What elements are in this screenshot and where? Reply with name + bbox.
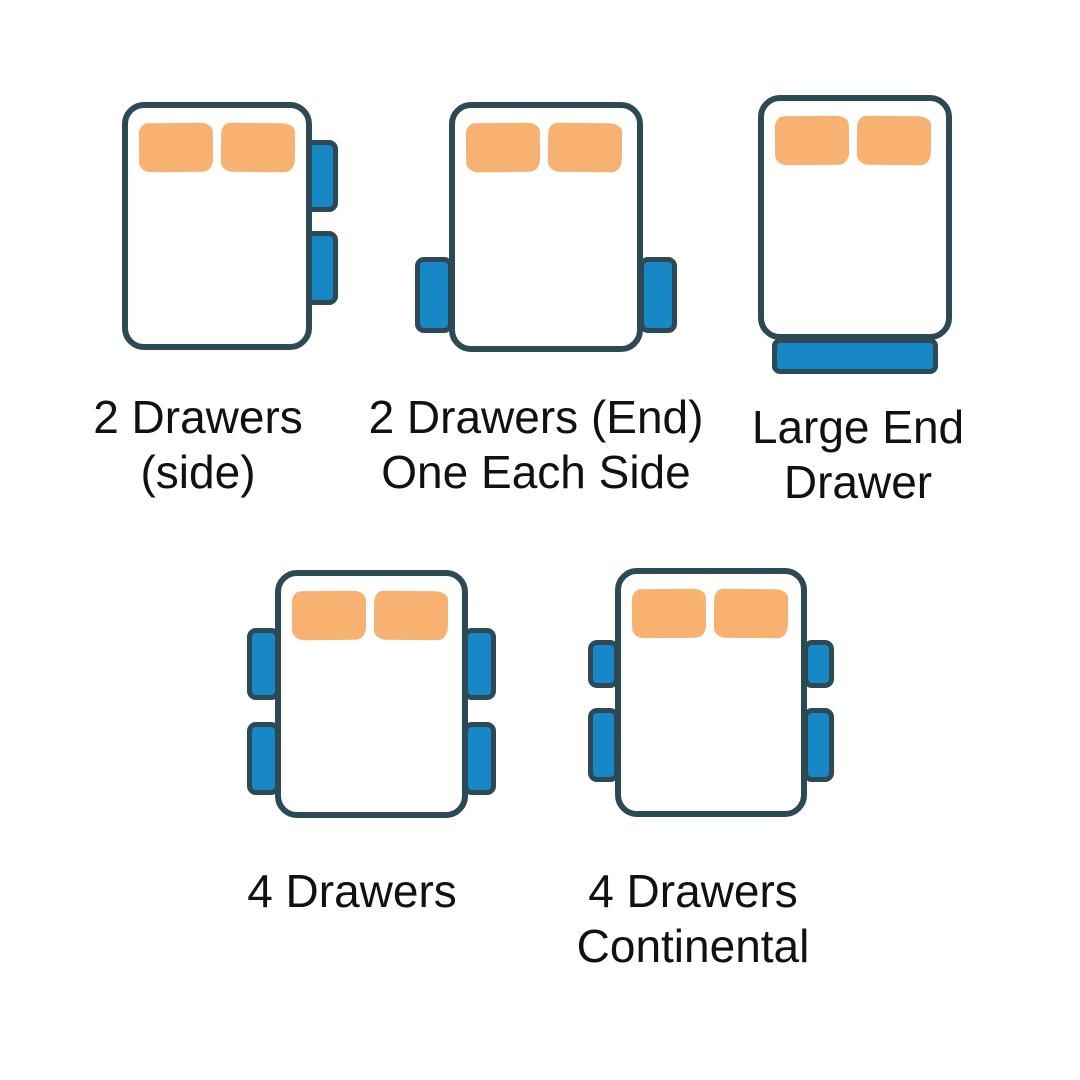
drawer-left-end [415, 257, 453, 333]
pillow-right [373, 590, 449, 641]
drawer-right-large-lower [803, 708, 834, 782]
bed-diagram-2-drawers-side [122, 102, 338, 350]
bed-mattress [758, 95, 952, 340]
label-line-1: 4 Drawers [247, 865, 457, 917]
bed-diagram-large-end-drawer [758, 95, 952, 374]
label-line-1: 2 Drawers (End) [368, 391, 704, 443]
pillow-right [856, 115, 932, 166]
label-line-1: Large End [751, 401, 965, 453]
drawer-foot-end [772, 338, 938, 374]
drawer-right-end [639, 257, 677, 333]
label-4-drawers: 4 Drawers [200, 864, 504, 919]
pillow-left [631, 588, 707, 639]
pillow-left [465, 122, 541, 173]
pillow-left [774, 115, 850, 166]
bed-mattress [449, 102, 643, 352]
label-2-drawers-end: 2 Drawers (End) One Each Side [356, 390, 716, 500]
label-large-end-drawer: Large End Drawer [706, 400, 1010, 510]
label-line-2: Continental [576, 920, 810, 972]
label-line-1: 4 Drawers [588, 865, 798, 917]
bed-mattress [275, 570, 468, 818]
pillow-left [291, 590, 367, 641]
pillow-right [713, 588, 789, 639]
label-4-drawers-continental: 4 Drawers Continental [541, 864, 845, 974]
pillow-right [220, 122, 296, 173]
label-line-2: One Each Side [381, 446, 691, 498]
pillow-left [138, 122, 214, 173]
bed-diagram-4-drawers [247, 570, 496, 818]
drawer-right-lower [463, 722, 496, 795]
drawer-right-small-upper [803, 640, 834, 688]
drawer-left-large-lower [588, 708, 619, 782]
label-line-2: Drawer [783, 456, 933, 508]
label-line-2: (side) [140, 446, 256, 498]
pillow-right [547, 122, 623, 173]
bed-diagram-4-drawers-continental [588, 568, 834, 817]
label-2-drawers-side: 2 Drawers (side) [38, 390, 358, 500]
bed-mattress [615, 568, 807, 817]
bed-mattress [122, 102, 312, 350]
bed-diagram-2-drawers-end [415, 102, 677, 352]
label-line-1: 2 Drawers [93, 391, 303, 443]
